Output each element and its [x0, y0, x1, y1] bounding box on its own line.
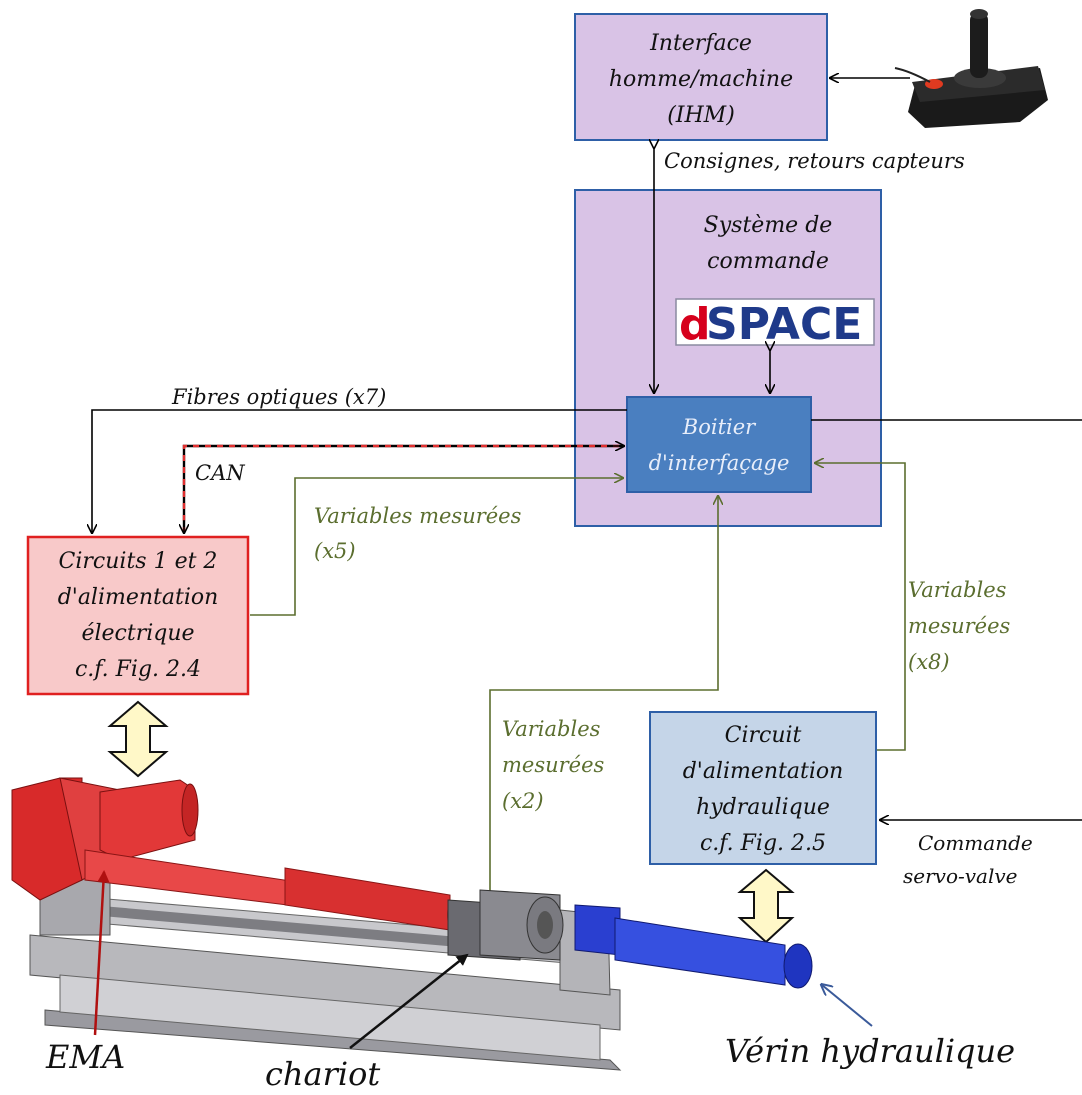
circuits-elec-line-4: c.f. Fig. 2.4 [75, 657, 201, 682]
commande-line-1: Commande [918, 831, 1033, 855]
var-x2-line-2: mesurées [502, 753, 605, 777]
ihm-line-2: homme/machine [609, 67, 793, 92]
boitier-line-2: d'interfaçage [649, 451, 790, 475]
commande-line-2: servo-valve [903, 864, 1018, 888]
circuits-electriques-block: Circuits 1 et 2 d'alimentation électriqu… [26, 535, 250, 696]
chariot-pointer [349, 953, 469, 1049]
circuit-hydro-line-4: c.f. Fig. 2.5 [700, 831, 826, 856]
var-x8-line [815, 463, 906, 751]
systeme-line-1: Système de [704, 213, 833, 238]
circuit-hydro-line-1: Circuit [725, 723, 802, 748]
dspace-logo: d SPACE [675, 298, 875, 350]
systeme-line-2: commande [707, 249, 829, 274]
chariot-label: chariot [265, 1055, 380, 1093]
ema-pointer [93, 870, 110, 1036]
circuits-elec-line-2: d'alimentation [58, 585, 219, 610]
var-x8-line-1: Variables [908, 578, 1007, 602]
circuit-hydro-line-2: d'alimentation [683, 759, 844, 784]
var-x5-line-1: Variables mesurées [314, 504, 522, 528]
var-x2-line [489, 496, 718, 910]
var-x5-line-2: (x5) [314, 539, 356, 563]
circuits-elec-line-3: électrique [81, 621, 194, 646]
ihm-line-3: (IHM) [667, 103, 735, 128]
hydro-double-arrow [737, 868, 795, 944]
verin-pointer [822, 985, 873, 1027]
fibres-optiques-label: Fibres optiques (x7) [171, 385, 386, 409]
can-label: CAN [195, 461, 245, 485]
dspace-logo-d: d [679, 299, 711, 350]
dspace-logo-space: SPACE [706, 299, 862, 350]
var-x2-line-1: Variables [502, 717, 601, 741]
var-x8-line-2: mesurées [908, 614, 1011, 638]
verin-label: Vérin hydraulique [725, 1032, 1015, 1070]
ema-label: EMA [45, 1038, 125, 1076]
consignes-label: Consignes, retours capteurs [664, 149, 965, 173]
circuit-hydraulique-block: Circuit d'alimentation hydraulique c.f. … [649, 711, 877, 865]
var-x2-line-3: (x2) [502, 789, 544, 813]
joystick-icon [894, 9, 1048, 128]
fibres-optiques-line [92, 409, 627, 533]
can-bus-line [184, 446, 624, 533]
boitier-interfacage-block: Boitier d'interfaçage [626, 396, 812, 493]
test-bench-illustration [11, 777, 813, 1071]
elec-double-arrow [107, 700, 169, 778]
var-x5-line [250, 478, 623, 616]
ihm-line-1: Interface [649, 31, 752, 56]
boitier-line-1: Boitier [682, 415, 757, 439]
var-x8-line-3: (x8) [908, 650, 950, 674]
circuit-hydro-line-3: hydraulique [696, 795, 830, 820]
systeme-commande-block: Système de commande [574, 189, 882, 527]
circuits-elec-line-1: Circuits 1 et 2 [59, 549, 218, 574]
ihm-block: Interface homme/machine (IHM) [574, 13, 828, 141]
